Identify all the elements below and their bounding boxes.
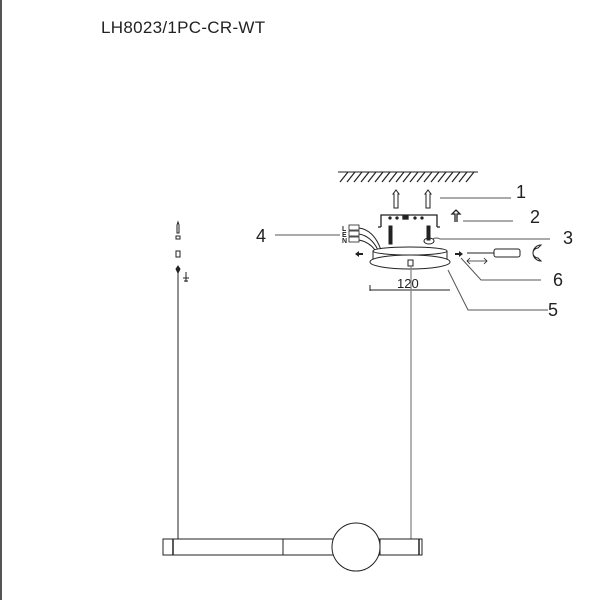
suspension-wire bbox=[175, 220, 189, 539]
page-edge bbox=[0, 0, 2, 600]
callout-5: 5 bbox=[548, 300, 558, 320]
terminal-N: N bbox=[342, 238, 347, 245]
wall-anchor-icon bbox=[392, 189, 432, 209]
light-bar bbox=[162, 522, 423, 572]
terminal-L: L bbox=[342, 226, 347, 233]
callout-3: 3 bbox=[563, 228, 573, 248]
arrow-icons bbox=[355, 251, 463, 257]
callout-2: 2 bbox=[530, 207, 540, 227]
wire-terminals: L E N bbox=[342, 224, 382, 251]
callout-4: 4 bbox=[256, 226, 266, 246]
model-title: LH8023/1PC-CR-WT bbox=[101, 18, 266, 37]
mounting-bracket-icon bbox=[378, 209, 462, 228]
screwdriver-icon bbox=[466, 244, 543, 265]
callout-1: 1 bbox=[516, 182, 526, 202]
ceiling-hatch bbox=[338, 171, 478, 183]
screw-icon bbox=[388, 225, 435, 245]
canopy-icon bbox=[369, 246, 451, 270]
callout-leaders bbox=[275, 197, 550, 311]
dimension-120 bbox=[369, 285, 450, 291]
dimension-label: 120 bbox=[397, 276, 419, 291]
terminal-E: E bbox=[342, 232, 347, 239]
callout-6: 6 bbox=[553, 270, 563, 290]
callout-numbers: 1 2 3 4 5 6 bbox=[256, 182, 573, 320]
